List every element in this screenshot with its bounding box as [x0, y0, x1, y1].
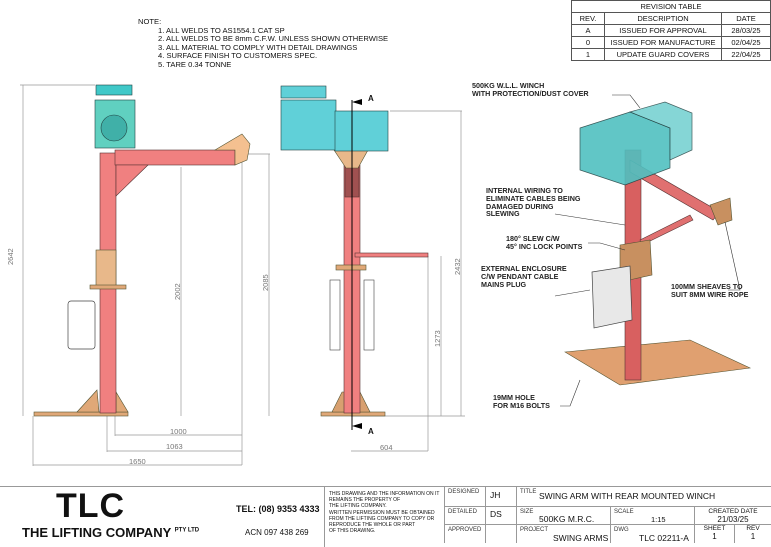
- dim-side-total-height: 2642: [6, 248, 15, 265]
- side-view: [33, 84, 251, 417]
- dim-side-overall-length: 1650: [129, 457, 146, 466]
- drawing-title: SWING ARM WITH REAR MOUNTED WINCH: [539, 491, 716, 501]
- callout-line: SLEWING: [486, 209, 520, 219]
- designed-cell: JH: [485, 487, 516, 506]
- dwg-cell: DWG TLC 02211-A: [610, 524, 694, 543]
- section-marker-top: A: [368, 94, 374, 103]
- dim-side-reach-centre: 1063: [166, 442, 183, 451]
- dim-front-total-height: 2432: [453, 258, 462, 275]
- dwg-number: TLC 02211-A: [639, 533, 689, 543]
- sheet-value: 1: [712, 532, 717, 541]
- callout-line: WITH PROTECTION/DUST COVER: [472, 88, 589, 98]
- section-marker-bottom: A: [368, 427, 374, 436]
- callout-line: C/W PENDANT CABLE: [481, 271, 559, 281]
- callout-enclosure: EXTERNAL ENCLOSURE C/W PENDANT CABLE MAI…: [481, 265, 567, 288]
- disclaimer-line: THIS DRAWING AND THE INFORMATION ON IT: [329, 491, 440, 497]
- disclaimer-line: WRITTEN PERMISSION MUST BE OBTAINED: [329, 509, 435, 516]
- created-date-cell: CREATED DATE 21/03/25: [694, 506, 771, 524]
- company-phone: TEL: (08) 9353 4333: [236, 504, 320, 514]
- note-item: 5. TARE 0.34 TONNE: [158, 59, 232, 69]
- approved-label-cell: APPROVED: [444, 524, 485, 543]
- rev-value: 1: [750, 532, 756, 541]
- project-value: SWING ARMS: [553, 533, 609, 543]
- size-label: SIZE: [520, 509, 534, 515]
- callout-hole: 19MM HOLE FOR M16 BOLTS: [493, 394, 550, 410]
- company-name: THE LIFTING COMPANY PTY LTD: [22, 525, 199, 540]
- dim-front-handle-reach: 604: [380, 443, 393, 452]
- note-item: 4. SURFACE FINISH TO CUSTOMERS SPEC.: [158, 51, 318, 61]
- company-acn: ACN 097 438 269: [245, 528, 309, 537]
- callout-sheaves: 100MM SHEAVES TO SUIT 8MM WIRE ROPE: [671, 283, 748, 299]
- callout-line: MAINS PLUG: [481, 279, 527, 289]
- callout-winch: 500KG W.L.L. WINCH WITH PROTECTION/DUST …: [472, 82, 589, 98]
- callout-line: 500KG W.L.L. WINCH: [472, 81, 545, 90]
- designed-label: DESIGNED: [448, 489, 480, 495]
- callout-line: EXTERNAL ENCLOSURE: [481, 264, 567, 273]
- callout-line: INTERNAL WIRING TO: [486, 186, 563, 195]
- note-item: 3. ALL MATERIAL TO COMPLY WITH DETAIL DR…: [158, 42, 358, 52]
- sheet-label: SHEET: [703, 525, 726, 532]
- disclaimer-line: OF THIS DRAWING.: [329, 528, 376, 535]
- sheet-cell: SHEET 1: [694, 524, 734, 543]
- size-value: 500KG M.R.C.: [539, 514, 595, 524]
- approved-cell: [485, 524, 516, 543]
- callout-line: 45° INC LOCK POINTS: [506, 241, 583, 251]
- isometric-view: [564, 101, 752, 386]
- callout-leaders: [554, 94, 741, 407]
- title-block: TLC THE LIFTING COMPANY PTY LTD TEL: (08…: [0, 486, 771, 547]
- date-cell: 22/04/25: [721, 48, 771, 61]
- dim-side-arm-height: 2002: [173, 283, 182, 300]
- callout-line: 19MM HOLE: [493, 393, 535, 402]
- callout-line: 100MM SHEAVES TO: [671, 282, 743, 291]
- created-date-value: 21/03/25: [717, 515, 749, 524]
- detailed-cell: DS: [485, 506, 516, 524]
- note-item: 1. ALL WELDS TO AS1554.1 CAT SP: [158, 25, 285, 35]
- note-item: 2. ALL WELDS TO BE 8mm C.F.W. UNLESS SHO…: [158, 34, 389, 44]
- revision-table: REVISION TABLE REV. DESCRIPTION DATE A I…: [571, 0, 771, 61]
- dim-side-sheave-height: 2085: [261, 274, 270, 291]
- disclaimer-line: THE LIFTING COMPANY.: [329, 503, 387, 510]
- disclaimer-line: FROM THE LIFTING COMPANY TO COPY OR: [329, 515, 435, 522]
- callout-line: FOR M16 BOLTS: [493, 400, 550, 410]
- dwg-label: DWG: [614, 527, 629, 533]
- detailed-value: DS: [490, 509, 502, 519]
- callout-line: SUIT 8MM WIRE ROPE: [671, 289, 749, 299]
- detailed-label: DETAILED: [448, 509, 477, 515]
- company-logo: TLC: [56, 487, 126, 525]
- callout-line: DAMAGED DURING: [486, 201, 554, 211]
- scale-value: 1:15: [651, 515, 666, 524]
- dim-front-handle-height: 1273: [433, 330, 442, 347]
- title-label: TITLE: [520, 489, 537, 495]
- created-date-label: CREATED DATE: [708, 508, 758, 515]
- size-cell: SIZE 500KG M.R.C.: [516, 506, 610, 524]
- designed-label-cell: DESIGNED: [444, 487, 485, 506]
- title-cell: TITLE SWING ARM WITH REAR MOUNTED WINCH: [516, 487, 771, 506]
- side-view-dimensions: [20, 84, 270, 466]
- detailed-label-cell: DETAILED: [444, 506, 485, 524]
- drawing-canvas: [20, 84, 752, 466]
- scale-label: SCALE: [614, 509, 634, 515]
- copyright-disclaimer: THIS DRAWING AND THE INFORMATION ON IT R…: [324, 487, 439, 547]
- general-notes: NOTE: 1. ALL WELDS TO AS1554.1 CAT SP 2.…: [138, 17, 389, 70]
- front-view: [280, 85, 429, 430]
- notes-heading: NOTE:: [138, 17, 162, 26]
- project-cell: PROJECT SWING ARMS: [516, 524, 610, 543]
- dim-side-arm-reach: 1000: [170, 427, 187, 436]
- scale-cell: SCALE 1:15: [610, 506, 694, 524]
- callout-slew: 180° SLEW C/W 45° INC LOCK POINTS: [506, 235, 582, 251]
- callout-line: ELIMINATE CABLES BEING: [486, 193, 581, 203]
- company-name-text: THE LIFTING COMPANY: [22, 525, 172, 540]
- rev-cell: 1: [571, 48, 605, 61]
- callout-line: 180° SLEW C/W: [506, 234, 560, 243]
- designed-value: JH: [490, 490, 501, 500]
- rev-cell: REV 1: [734, 524, 771, 543]
- disclaimer-line: REMAINS THE PROPERTY OF: [329, 497, 401, 504]
- callout-wiring: INTERNAL WIRING TO ELIMINATE CABLES BEIN…: [486, 187, 581, 218]
- project-label: PROJECT: [520, 527, 549, 533]
- disclaimer-line: REPRODUCE THE WHOLE OR PART: [329, 522, 416, 529]
- approved-label: APPROVED: [448, 527, 482, 533]
- company-suffix: PTY LTD: [174, 527, 200, 534]
- table-row: 1 UPDATE GUARD COVERS 22/04/25: [571, 48, 771, 61]
- rev-label: REV: [746, 525, 760, 532]
